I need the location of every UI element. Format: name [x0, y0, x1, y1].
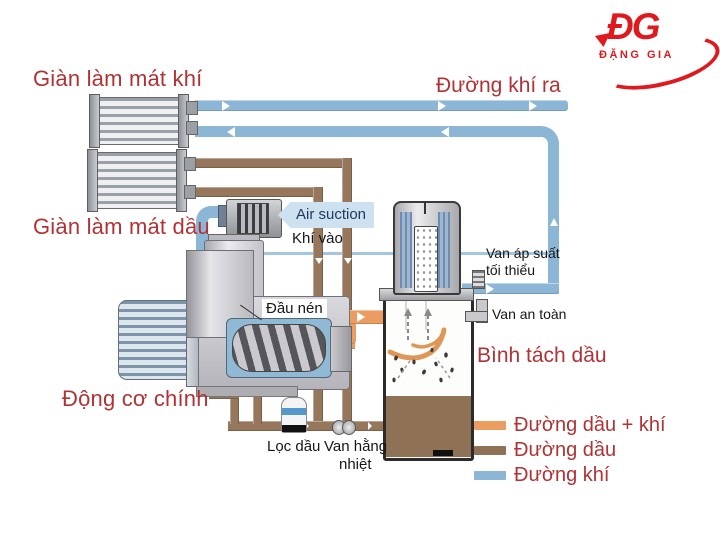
air-suction-label: Air suction	[296, 206, 367, 223]
legend: Đường dầu + khí Đường dầu Đường khí	[474, 412, 666, 488]
legend-item: Đường khí	[474, 463, 666, 488]
compressor-base	[196, 386, 298, 397]
air-out-label: Đường khí ra	[436, 74, 561, 97]
flow-arrow-right-icon	[222, 101, 230, 111]
flow-arrow-right-icon	[529, 101, 537, 111]
element-core-tube	[414, 226, 438, 292]
radiator-port	[186, 101, 198, 115]
air-out-pipe	[195, 100, 568, 111]
oil-level	[386, 396, 471, 457]
min-pressure-valve-label: Van áp suất	[486, 245, 560, 261]
oil-pipe-cooled	[194, 187, 323, 197]
oil-gas-line-swatch	[474, 420, 506, 430]
oil-cooler-label: Giàn làm mát dầu	[33, 214, 210, 239]
radiator-end-cap	[176, 149, 187, 212]
radiator-port	[184, 157, 196, 171]
separator-outlet-pipe	[462, 283, 559, 294]
legend-label: Đường dầu	[514, 439, 617, 461]
brand-logo: ĐG ĐẶNG GIA	[583, 6, 720, 100]
flow-arrow-right-icon	[305, 422, 309, 430]
oil-filter-label: Lọc dầu	[267, 438, 321, 455]
air-suction-callout: Air suction	[278, 202, 374, 228]
discharge-end-cap	[330, 326, 352, 372]
safety-valve-label: Van an toàn	[492, 306, 567, 322]
separator-internals	[387, 300, 454, 383]
flow-arrow-down-icon	[344, 258, 352, 264]
safety-valve-stub	[465, 311, 488, 322]
flow-arrow-right-icon	[438, 101, 446, 111]
flow-arrow-right-icon	[368, 422, 372, 430]
main-motor-label: Động cơ chính	[62, 386, 209, 411]
min-pressure-valve-label: tối thiểu	[486, 262, 536, 278]
air-in-label: Khí vào	[292, 230, 343, 247]
air-cooler-label: Giàn làm mát khí	[33, 66, 203, 91]
separator-tank-label: Bình tách dầu	[477, 344, 607, 367]
air-return-pipe	[195, 126, 559, 294]
oil-filter-band	[282, 408, 306, 415]
flow-arrow-right-icon	[357, 312, 365, 322]
legend-label: Đường khí	[514, 464, 610, 486]
oil-cooler	[95, 152, 179, 209]
element-media	[438, 212, 450, 288]
flow-arrow-left-icon	[227, 127, 235, 137]
radiator-end-cap	[87, 149, 98, 212]
compression-head-label: Đầu nén	[262, 299, 327, 318]
radiator-end-cap	[89, 94, 100, 148]
logo-name: ĐẶNG GIA	[599, 49, 674, 61]
flow-arrow-down-icon	[315, 258, 323, 264]
oil-injection-pipe	[253, 372, 262, 424]
oil-line-swatch	[474, 446, 506, 455]
radiator-port	[186, 121, 198, 135]
flow-arrow-left-icon	[441, 127, 449, 137]
legend-item: Đường dầu	[474, 438, 666, 463]
air-cooler	[97, 97, 181, 145]
air-filter-pleats	[237, 203, 269, 234]
element-media	[400, 212, 412, 288]
min-pressure-valve	[472, 270, 485, 289]
legend-label: Đường dầu + khí	[514, 413, 666, 436]
oil-filter	[281, 397, 307, 433]
oil-pipe-hot	[194, 158, 352, 168]
thermostatic-valve-label: Van hằng	[324, 438, 388, 455]
thermostatic-valve	[342, 420, 356, 435]
flow-arrow-up-icon	[550, 218, 558, 226]
legend-item: Đường dầu + khí	[474, 412, 666, 438]
radiator-port	[184, 185, 196, 199]
drain-port	[433, 450, 453, 456]
flow-arrow-right-icon	[486, 284, 494, 294]
screw-rotor	[232, 324, 326, 372]
element-top-seam	[424, 201, 426, 214]
logo-monogram: ĐG	[607, 6, 660, 47]
air-line-swatch	[474, 471, 506, 480]
thermostatic-valve-label: nhiệt	[339, 456, 372, 473]
oil-filter-base	[282, 425, 306, 432]
oil-riser-right	[342, 158, 352, 429]
main-motor	[118, 300, 190, 380]
discharge-pipe	[348, 310, 386, 324]
